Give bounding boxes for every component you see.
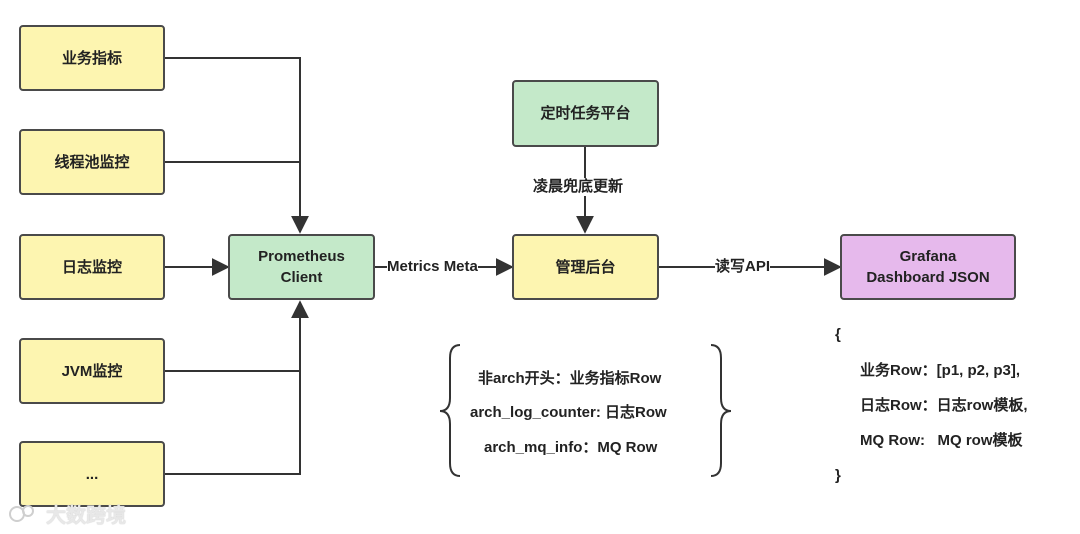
edge-biz-to-prometheus bbox=[165, 57, 309, 234]
right-brace bbox=[710, 344, 732, 477]
mapping-rule: arch_mq_info：MQ Row bbox=[484, 439, 658, 456]
source-label: JVM监控 bbox=[61, 362, 123, 380]
prometheus-line2: Client bbox=[280, 269, 323, 286]
mapping-rule: 非arch开头：业务指标Row bbox=[478, 370, 662, 387]
edge-more-to-prometheus bbox=[165, 300, 309, 475]
grafana-line1: Grafana bbox=[899, 248, 957, 265]
source-box-jvm[interactable]: JVM监控 bbox=[19, 338, 165, 404]
admin-box[interactable]: 管理后台 bbox=[512, 234, 659, 300]
json-line: 日志Row：日志row模板, bbox=[860, 397, 1028, 414]
admin-label: 管理后台 bbox=[555, 258, 616, 276]
source-label: 业务指标 bbox=[61, 49, 122, 67]
source-box-threadpool[interactable]: 线程池监控 bbox=[19, 129, 165, 195]
json-line: 业务Row：[p1, p2, p3], bbox=[860, 362, 1021, 379]
json-close-brace: } bbox=[835, 467, 841, 484]
scheduler-box[interactable]: 定时任务平台 bbox=[512, 80, 659, 147]
prometheus-client-box[interactable]: Prometheus Client bbox=[228, 234, 375, 300]
edge-label-early-fallback: 凌晨兜底更新 bbox=[533, 178, 624, 196]
watermark-text: 大数跨境 bbox=[46, 505, 126, 527]
source-label: 日志监控 bbox=[61, 258, 122, 276]
prometheus-line1: Prometheus bbox=[258, 248, 345, 265]
left-brace bbox=[439, 344, 461, 477]
watermark: 大数跨境 bbox=[8, 499, 126, 528]
grafana-dashboard-box[interactable]: Grafana Dashboard JSON bbox=[840, 234, 1016, 300]
edge-label-rw-api: 读写API bbox=[715, 258, 771, 276]
source-label: ... bbox=[85, 465, 99, 483]
source-box-log[interactable]: 日志监控 bbox=[19, 234, 165, 300]
scheduler-label: 定时任务平台 bbox=[540, 105, 631, 122]
source-box-more[interactable]: ... bbox=[19, 441, 165, 507]
source-label: 线程池监控 bbox=[54, 153, 130, 171]
edge-label-metrics-meta: Metrics Meta bbox=[387, 258, 478, 276]
json-open-brace: { bbox=[835, 326, 841, 343]
watermark-logo-icon bbox=[9, 504, 34, 522]
mapping-rule: arch_log_counter: 日志Row bbox=[470, 404, 667, 421]
source-box-biz-metrics[interactable]: 业务指标 bbox=[19, 25, 165, 91]
grafana-line2: Dashboard JSON bbox=[866, 269, 990, 286]
json-line: MQ Row: MQ row模板 bbox=[860, 432, 1023, 449]
